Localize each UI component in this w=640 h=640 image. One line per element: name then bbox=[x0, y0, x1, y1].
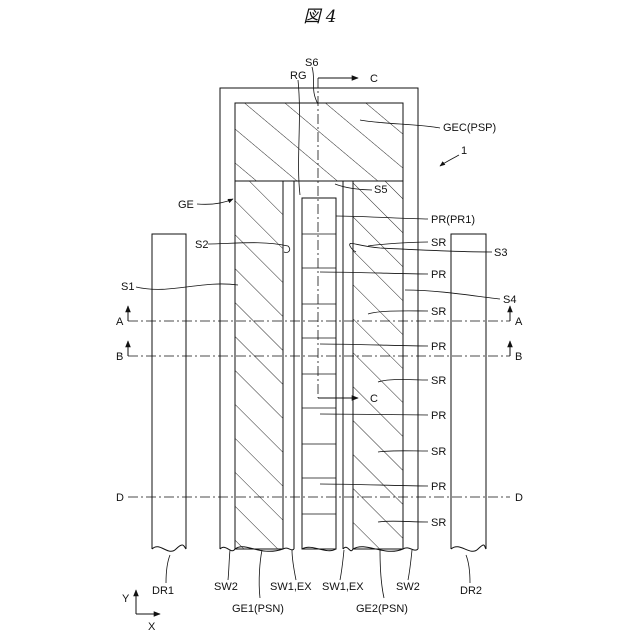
figure-title: 図 4 bbox=[303, 7, 336, 27]
label-s3: S3 bbox=[494, 247, 507, 259]
gate-electrode-right bbox=[353, 181, 403, 549]
label-sw2-left: SW2 bbox=[214, 581, 238, 593]
gate-contact-region bbox=[235, 103, 403, 181]
axis-x-label: X bbox=[148, 621, 156, 633]
label-ref-number: 1 bbox=[461, 145, 467, 157]
label-dr1: DR1 bbox=[152, 585, 174, 597]
label-s5: S5 bbox=[374, 184, 387, 196]
axis-y-label: Y bbox=[122, 593, 130, 605]
label-dr2: DR2 bbox=[460, 585, 482, 597]
label-pr-4: PR bbox=[431, 410, 446, 422]
label-ge: GE bbox=[178, 199, 194, 211]
section-d-label-left: D bbox=[116, 492, 124, 504]
label-s1: S1 bbox=[121, 281, 134, 293]
label-gec: GEC(PSP) bbox=[443, 122, 496, 134]
label-sr-1: SR bbox=[431, 237, 446, 249]
label-pr-pr1: PR(PR1) bbox=[431, 214, 475, 226]
semiconductor-column bbox=[302, 198, 336, 549]
label-pr-3: PR bbox=[431, 341, 446, 353]
label-rg: RG bbox=[290, 70, 307, 82]
label-sw2-right: SW2 bbox=[396, 581, 420, 593]
label-sr-4: SR bbox=[431, 446, 446, 458]
label-s6: S6 bbox=[305, 57, 318, 69]
label-pr-2: PR bbox=[431, 269, 446, 281]
section-a-label-right: A bbox=[515, 316, 523, 328]
label-sw1ex-left: SW1,EX bbox=[270, 581, 312, 593]
label-pr-5: PR bbox=[431, 481, 446, 493]
label-sr-3: SR bbox=[431, 375, 446, 387]
section-c-label-mid: C bbox=[370, 393, 378, 405]
label-ge1: GE1(PSN) bbox=[232, 603, 284, 615]
label-s4: S4 bbox=[503, 294, 516, 306]
label-sw1ex-right: SW1,EX bbox=[322, 581, 364, 593]
drain-region-right bbox=[451, 234, 486, 549]
gate-electrode-left bbox=[235, 181, 283, 549]
section-b-label-left: B bbox=[116, 351, 123, 363]
section-d-label-right: D bbox=[515, 492, 523, 504]
label-ge2: GE2(PSN) bbox=[356, 603, 408, 615]
section-a-label-left: A bbox=[116, 316, 124, 328]
label-sr-5: SR bbox=[431, 517, 446, 529]
label-sr-2: SR bbox=[431, 306, 446, 318]
section-b-label-right: B bbox=[515, 351, 522, 363]
label-s2: S2 bbox=[195, 239, 208, 251]
section-c-label-top: C bbox=[370, 73, 378, 85]
drain-region-left bbox=[152, 234, 186, 549]
